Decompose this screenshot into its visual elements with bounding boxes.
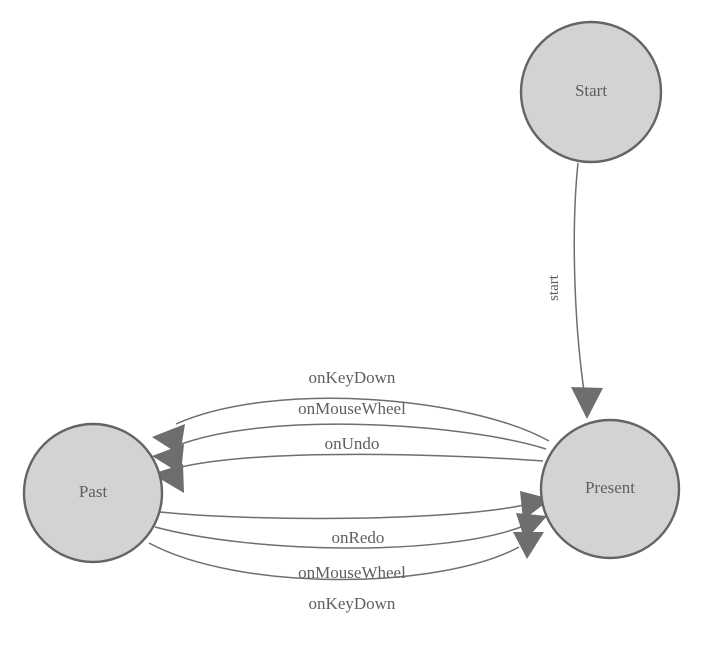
edge-label-past-present-onredo: onRedo xyxy=(332,528,385,547)
arrowhead-past-present-onkeydown xyxy=(513,532,544,559)
node-present-label: Present xyxy=(585,478,635,497)
arrowhead-start-present xyxy=(571,387,603,419)
edge-label-past-present-onkeydown: onKeyDown xyxy=(309,594,396,613)
edge-line-past-present-onkeydown xyxy=(148,542,520,581)
arrowhead-present-past-onundo xyxy=(152,464,184,493)
edge-past-to-present-onkeydown[interactable]: onKeyDown xyxy=(148,532,544,613)
edge-start-to-present[interactable]: start xyxy=(546,162,603,419)
edge-label-present-past-onmousewheel: onMouseWheel xyxy=(298,399,406,418)
edge-line-present-past-onkeydown xyxy=(175,397,550,442)
edge-present-to-past-onundo[interactable]: onUndo xyxy=(152,434,544,493)
edge-line-present-past-onmousewheel xyxy=(175,423,547,450)
edge-line-past-present-onredo xyxy=(159,504,525,520)
edge-line-start-present xyxy=(573,162,587,405)
node-past-circle xyxy=(22,422,164,564)
edge-label-start: start xyxy=(546,274,562,301)
node-past[interactable]: Past xyxy=(22,422,164,564)
edge-label-past-present-onmousewheel: onMouseWheel xyxy=(298,563,406,582)
node-start[interactable]: Start xyxy=(519,20,663,164)
node-past-label: Past xyxy=(79,482,108,501)
node-start-label: Start xyxy=(575,81,607,100)
edge-line-past-present-onmousewheel xyxy=(154,526,522,549)
edge-label-present-past-onkeydown: onKeyDown xyxy=(309,368,396,387)
node-present-circle xyxy=(539,418,681,560)
edge-past-to-present-onmousewheel[interactable]: onMouseWheel xyxy=(154,513,547,582)
edge-line-present-past-onundo xyxy=(176,453,544,469)
node-start-circle xyxy=(519,20,663,164)
node-present[interactable]: Present xyxy=(539,418,681,560)
edge-label-present-past-onundo: onUndo xyxy=(325,434,380,453)
